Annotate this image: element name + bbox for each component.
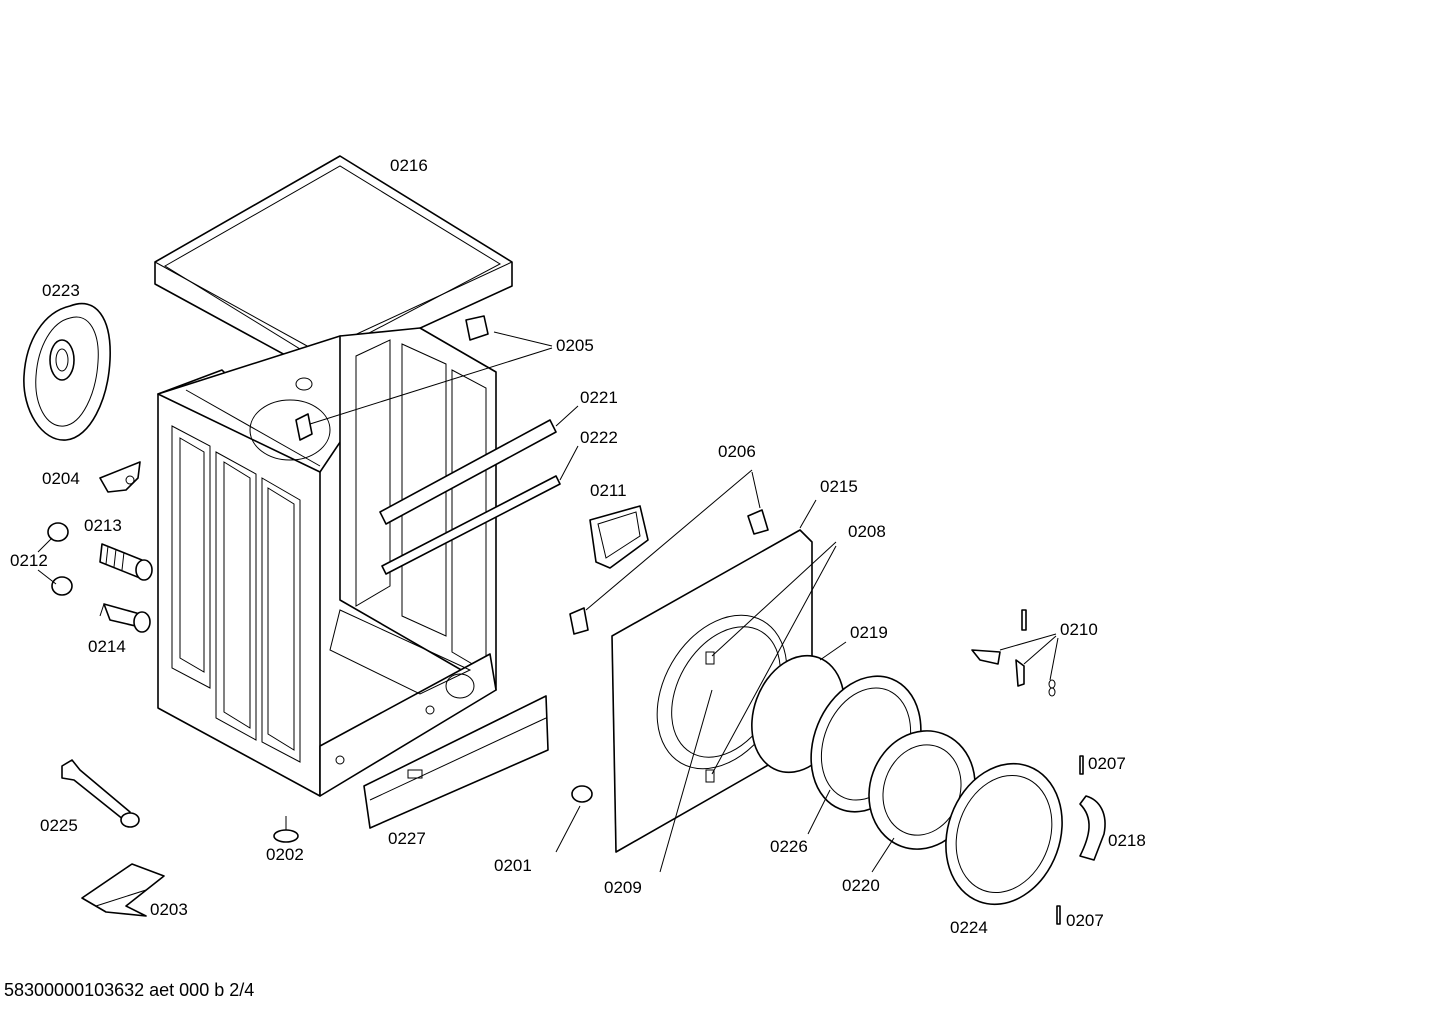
clip-0206-part [569, 509, 769, 635]
label-0225: 0225 [40, 816, 78, 835]
pump-0214-part [99, 603, 151, 633]
pin-0207-part [1056, 755, 1084, 925]
label-0205: 0205 [556, 336, 594, 355]
foot-0212-part [47, 522, 73, 596]
label-0201: 0201 [494, 856, 532, 875]
label-0208: 0208 [848, 522, 886, 541]
label-0224: 0224 [950, 918, 988, 937]
door-lock-0211-part [589, 505, 649, 569]
label-0206: 0206 [718, 442, 756, 461]
label-0212: 0212 [10, 551, 48, 570]
part-labels: 0216 0223 0205 0221 0222 0204 0206 0211 … [10, 156, 1146, 937]
label-0204: 0204 [42, 469, 80, 488]
label-0207-top: 0207 [1088, 754, 1126, 773]
label-0211: 0211 [590, 481, 627, 500]
label-0222: 0222 [580, 428, 618, 447]
cross-rail-part [379, 419, 561, 575]
label-0210: 0210 [1060, 620, 1098, 639]
drawing-reference: 58300000103632 aet 000 b 2/4 [4, 980, 255, 1000]
wrench-0225-part [61, 759, 140, 828]
label-0223: 0223 [42, 281, 80, 300]
label-0213: 0213 [84, 516, 122, 535]
label-0207-bottom: 0207 [1066, 911, 1104, 930]
label-0209: 0209 [604, 878, 642, 897]
foot-0202-part [273, 816, 299, 843]
label-0220: 0220 [842, 876, 880, 895]
label-0219: 0219 [850, 623, 888, 642]
bracket-0204-part [99, 461, 141, 493]
filter-0213-part [99, 543, 153, 581]
label-0202: 0202 [266, 845, 304, 864]
label-0214: 0214 [88, 637, 126, 656]
door-glass-part [868, 730, 976, 850]
clip-0205-part [295, 315, 489, 441]
cabinet-frame-part [157, 327, 497, 797]
plinth-0227-part [363, 695, 549, 829]
label-0226: 0226 [770, 837, 808, 856]
hinge-0210-part [971, 609, 1056, 697]
label-0218: 0218 [1108, 831, 1146, 850]
bumper-0201-part [571, 785, 593, 803]
door-outer-ring-part [945, 762, 1063, 906]
plate-0203-part [81, 863, 165, 917]
label-0227: 0227 [388, 829, 426, 848]
label-0216: 0216 [390, 156, 428, 175]
handle-0218-part [1079, 795, 1106, 861]
leader-lines [37, 331, 1059, 873]
rear-cover-part [23, 302, 111, 441]
label-0203: 0203 [150, 900, 188, 919]
label-0221: 0221 [580, 388, 618, 407]
label-0215: 0215 [820, 477, 858, 496]
